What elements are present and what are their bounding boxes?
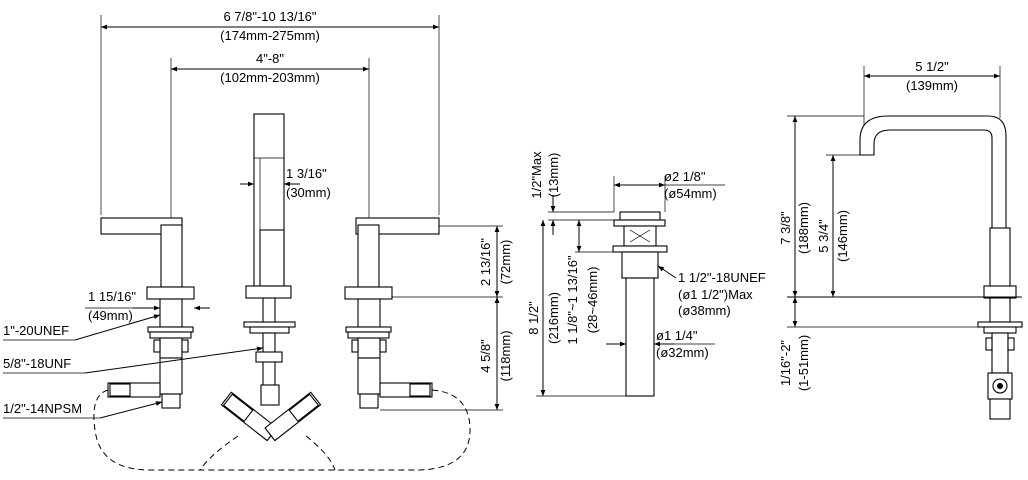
handle-height-mm-label: (72mm): [498, 240, 513, 285]
handle-height-label: 2 13/16": [478, 238, 493, 286]
left-lower-thread: [159, 337, 183, 359]
tee-connector: [260, 384, 280, 406]
left-clip: [181, 339, 189, 353]
right-handle-body: [357, 224, 380, 288]
drain-max-height-label: 1/2"Max: [529, 151, 544, 199]
shank-length-label: 4 5/8": [478, 339, 493, 373]
spout-lock-nut: [249, 326, 290, 334]
side-supply-hose: [989, 398, 1011, 420]
left-lock-nut: [149, 331, 192, 339]
tail-diameter-mm-label: (ø32mm): [656, 345, 709, 360]
hose-routing-path: [199, 435, 239, 471]
drain-flange: [613, 219, 666, 227]
spout-escutcheon: [245, 285, 292, 299]
left-handle-body: [160, 224, 183, 288]
right-clip: [351, 339, 359, 353]
flange-diameter-mm-label: (ø54mm): [664, 186, 717, 201]
side-deck-washer: [977, 321, 1023, 328]
leader-line: [74, 314, 161, 341]
right-clip: [379, 339, 387, 353]
center-spread-mm-label: (102mm-203mm): [220, 70, 320, 85]
left-deck-washer: [147, 326, 194, 333]
leader-line: [84, 346, 264, 374]
reach-label: 5 1/2": [915, 59, 949, 74]
drain-max-height-mm-label: (13mm): [546, 153, 561, 198]
side-outlet-center: [997, 383, 1003, 389]
spout-lower-body: [259, 229, 285, 287]
drain-gasket: [612, 245, 668, 253]
tail-diameter-label: ø1 1/4": [656, 328, 698, 343]
side-spout-arm: [859, 115, 1007, 231]
thread-spout-label: 5/8"-18UNF: [3, 356, 71, 371]
side-shank-thread: [989, 297, 1011, 323]
spout-deck-washer: [243, 321, 296, 328]
spout-height-mm-label: (146mm): [835, 210, 850, 262]
drain-grip-range-label: 1 1/8"~1 13/16": [565, 255, 580, 344]
side-lock-nut: [983, 326, 1017, 334]
side-lower-thread: [991, 332, 1009, 374]
drain-pop-up-cap: [619, 211, 661, 221]
leader-line: [657, 265, 677, 279]
side-escutcheon: [983, 285, 1017, 299]
left-clip: [153, 339, 161, 353]
drain-thread-max-mm-label: (ø38mm): [678, 303, 731, 318]
right-escutcheon: [344, 286, 393, 300]
overall-spread-mm-label: (174mm-275mm): [220, 28, 320, 43]
right-valve-body: [357, 357, 381, 395]
hose-routing-path: [305, 435, 336, 471]
right-lower-thread: [357, 337, 381, 359]
right-supply-thread: [359, 393, 379, 409]
spout-width-label: 1 3/16": [286, 166, 327, 181]
drain-total-length-mm-label: (216mm): [546, 292, 561, 344]
right-shank-thread: [357, 298, 381, 328]
thread-handle-label: 1"-20UNEF: [3, 323, 69, 338]
right-lock-nut: [347, 331, 390, 339]
left-hose-mesh: [109, 383, 131, 397]
side-view: 5 1/2" (139mm) 7 3/8" (188mm) 5 3/4" (14…: [778, 59, 1023, 420]
left-escutcheon: [146, 286, 195, 300]
right-hose-mesh: [409, 383, 431, 397]
drain-detail: [629, 229, 651, 243]
side-clip: [1007, 337, 1015, 351]
drain-total-length-label: 8 1/2": [526, 301, 541, 335]
base-diameter-mm-label: (49mm): [88, 308, 133, 323]
center-spread-label: 4"-8": [256, 51, 284, 66]
spout-width-mm-label: (30mm): [286, 185, 331, 200]
left-valve-body: [159, 357, 183, 395]
front-view: 6 7/8"-10 13/16" (174mm-275mm) 4"-8" (10…: [3, 9, 513, 471]
reach-mm-label: (139mm): [906, 78, 958, 93]
right-deck-washer: [345, 326, 392, 333]
base-diameter-label: 1 15/16": [88, 289, 136, 304]
drain-thread-label: 1 1/2"-18UNEF: [678, 270, 766, 285]
drain-tailpiece: [625, 277, 655, 397]
flange-diameter-label: ø2 1/8": [664, 169, 706, 184]
left-supply-thread: [161, 393, 181, 409]
drain-view: ø2 1/8" (ø54mm) 1/2"Max (13mm) 8 1/2" (2…: [526, 151, 766, 397]
deck-thickness-label: 1/16"-2": [778, 340, 793, 386]
spout-height-label: 5 3/4": [816, 219, 831, 253]
spout-tee-nut: [255, 351, 283, 363]
deck-thickness-mm-label: (1-51mm): [796, 335, 811, 391]
drain-grip-range-mm-label: (28~46mm): [585, 267, 600, 334]
total-height-mm-label: (188mm): [796, 202, 811, 254]
left-shank-thread: [159, 298, 183, 328]
total-height-label: 7 3/8": [778, 211, 793, 245]
side-clip: [985, 337, 993, 351]
tee-left-mesh: [222, 393, 254, 423]
shank-length-mm-label: (118mm): [498, 330, 513, 381]
leader-line: [99, 401, 163, 419]
tee-right-mesh: [288, 393, 320, 423]
overall-spread-label: 6 7/8"-10 13/16": [223, 9, 316, 24]
drain-thread-max-label: (ø1 1/2")Max: [678, 287, 753, 302]
thread-supply-label: 1/2"-14NPSM: [3, 401, 82, 416]
drain-thread: [621, 251, 659, 279]
